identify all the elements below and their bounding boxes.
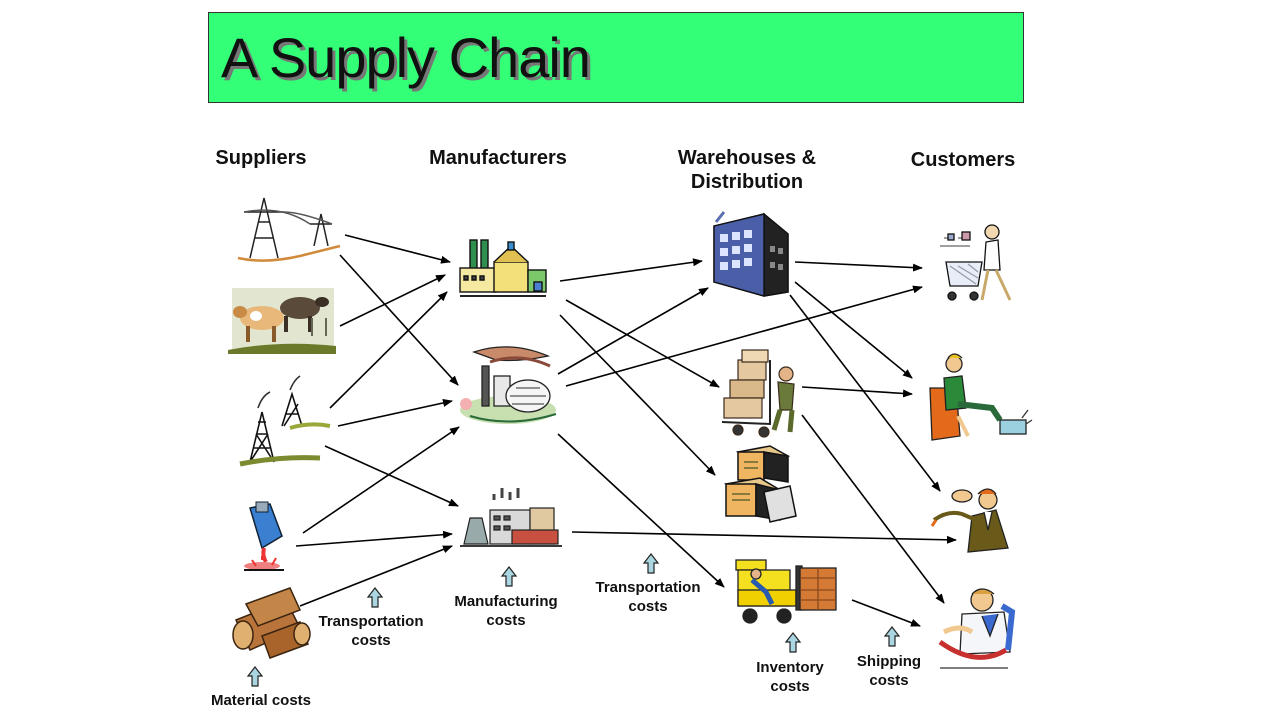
flow-arrow [571, 531, 957, 544]
refinery-icon [460, 346, 557, 424]
flow-arrow [565, 299, 720, 388]
flow-arrow [339, 274, 446, 327]
hand-truck-worker-icon [721, 349, 795, 438]
flow-arrow [559, 258, 703, 282]
flow-arrow [851, 599, 921, 627]
page-title: A Supply Chain [221, 26, 591, 89]
flow-arrows [295, 234, 957, 627]
businessman-icon [930, 488, 1009, 553]
flow-arrow [329, 291, 448, 409]
oil-derricks-icon [239, 375, 331, 467]
flow-arrow [324, 445, 459, 507]
flow-arrow [794, 261, 923, 272]
manufacturers-heading: Manufacturers [429, 147, 567, 169]
forklift-icon [735, 559, 837, 624]
flow-arrow [339, 254, 459, 386]
flow-arrow [344, 234, 451, 264]
phone-customer-icon [938, 588, 1016, 669]
flow-arrow [299, 545, 453, 607]
flow-arrow [295, 530, 453, 547]
seated-customer-icon [929, 353, 1033, 441]
flow-arrow [794, 281, 913, 379]
warehouses-heading: Warehouses & Distribution [677, 147, 817, 193]
logs-icon [232, 587, 311, 659]
flow-arrow [557, 287, 709, 375]
up-arrow-icon [883, 626, 901, 647]
manufacturing-costs-label: Manufacturing costs [454, 593, 558, 629]
shipping-costs-label: Shipping costs [856, 653, 922, 689]
up-arrow-icon [642, 553, 660, 574]
flow-arrow [801, 386, 913, 398]
flow-arrow [557, 433, 725, 588]
up-arrow-icon [246, 666, 264, 687]
flow-arrow [337, 399, 453, 427]
boxes-icon [723, 445, 797, 523]
office-building-icon [713, 211, 789, 297]
cost-arrows [246, 553, 901, 687]
flow-arrow [565, 285, 923, 387]
power-lines-icon [237, 197, 341, 262]
factory-icon [459, 239, 547, 297]
flow-arrow [302, 426, 460, 534]
up-arrow-icon [784, 632, 802, 653]
up-arrow-icon [500, 566, 518, 587]
material-costs-label: Material costs [210, 692, 312, 709]
up-arrow-icon [366, 587, 384, 608]
customers-heading: Customers [910, 149, 1016, 171]
title-banner: A Supply Chain [208, 12, 1024, 103]
cows-icon [228, 288, 336, 354]
flow-arrow [559, 314, 716, 476]
flow-arrow [789, 294, 941, 492]
inventory-costs-label: Inventory costs [756, 659, 824, 695]
transportation-costs-label-1: Transportation costs [318, 613, 424, 649]
flow-arrow [801, 414, 945, 604]
suppliers-heading: Suppliers [215, 147, 307, 169]
shopper-icon [940, 224, 1012, 301]
transportation-costs-label-2: Transportation costs [595, 579, 701, 615]
industrial-plant-icon [460, 488, 562, 547]
molten-metal-ladle-icon [244, 501, 284, 571]
